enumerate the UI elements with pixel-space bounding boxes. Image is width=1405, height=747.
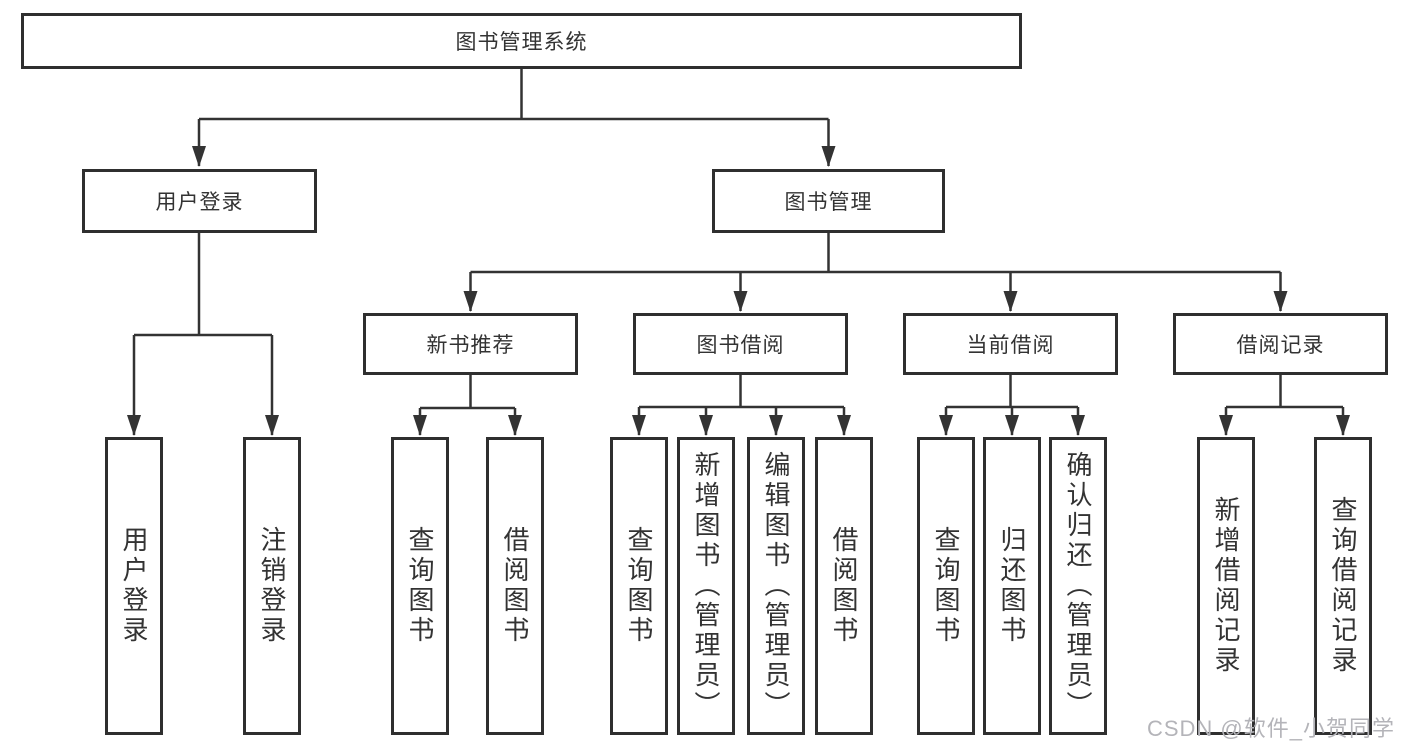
csdn-watermark: CSDN @软件_小贺同学 [1146,716,1395,741]
leaf-user-login: 用户登录 [105,437,163,735]
leaf-query-books-current: 查询图书 [917,437,975,735]
node-current-borrow: 当前借阅 [903,313,1118,375]
leaf-return-books: 归还图书 [983,437,1041,735]
leaf-query-books-recommend: 查询图书 [391,437,449,735]
leaf-confirm-return-admin: 确认归还（管理员） [1049,437,1107,735]
node-user-login-branch: 用户登录 [82,169,317,233]
node-book-management-branch: 图书管理 [712,169,945,233]
leaf-edit-books-admin: 编辑图书（管理员） [747,437,805,735]
node-borrow-records: 借阅记录 [1173,313,1388,375]
leaf-query-books-borrow: 查询图书 [610,437,668,735]
node-root-system: 图书管理系统 [21,13,1022,69]
node-book-borrow: 图书借阅 [633,313,848,375]
leaf-borrow-books: 借阅图书 [815,437,873,735]
leaf-add-borrow-record: 新增借阅记录 [1197,437,1255,735]
node-new-book-recommend: 新书推荐 [363,313,578,375]
leaf-add-books-admin: 新增图书（管理员） [677,437,735,735]
leaf-query-borrow-record: 查询借阅记录 [1314,437,1372,735]
leaf-borrow-books-recommend: 借阅图书 [486,437,544,735]
leaf-logout: 注销登录 [243,437,301,735]
